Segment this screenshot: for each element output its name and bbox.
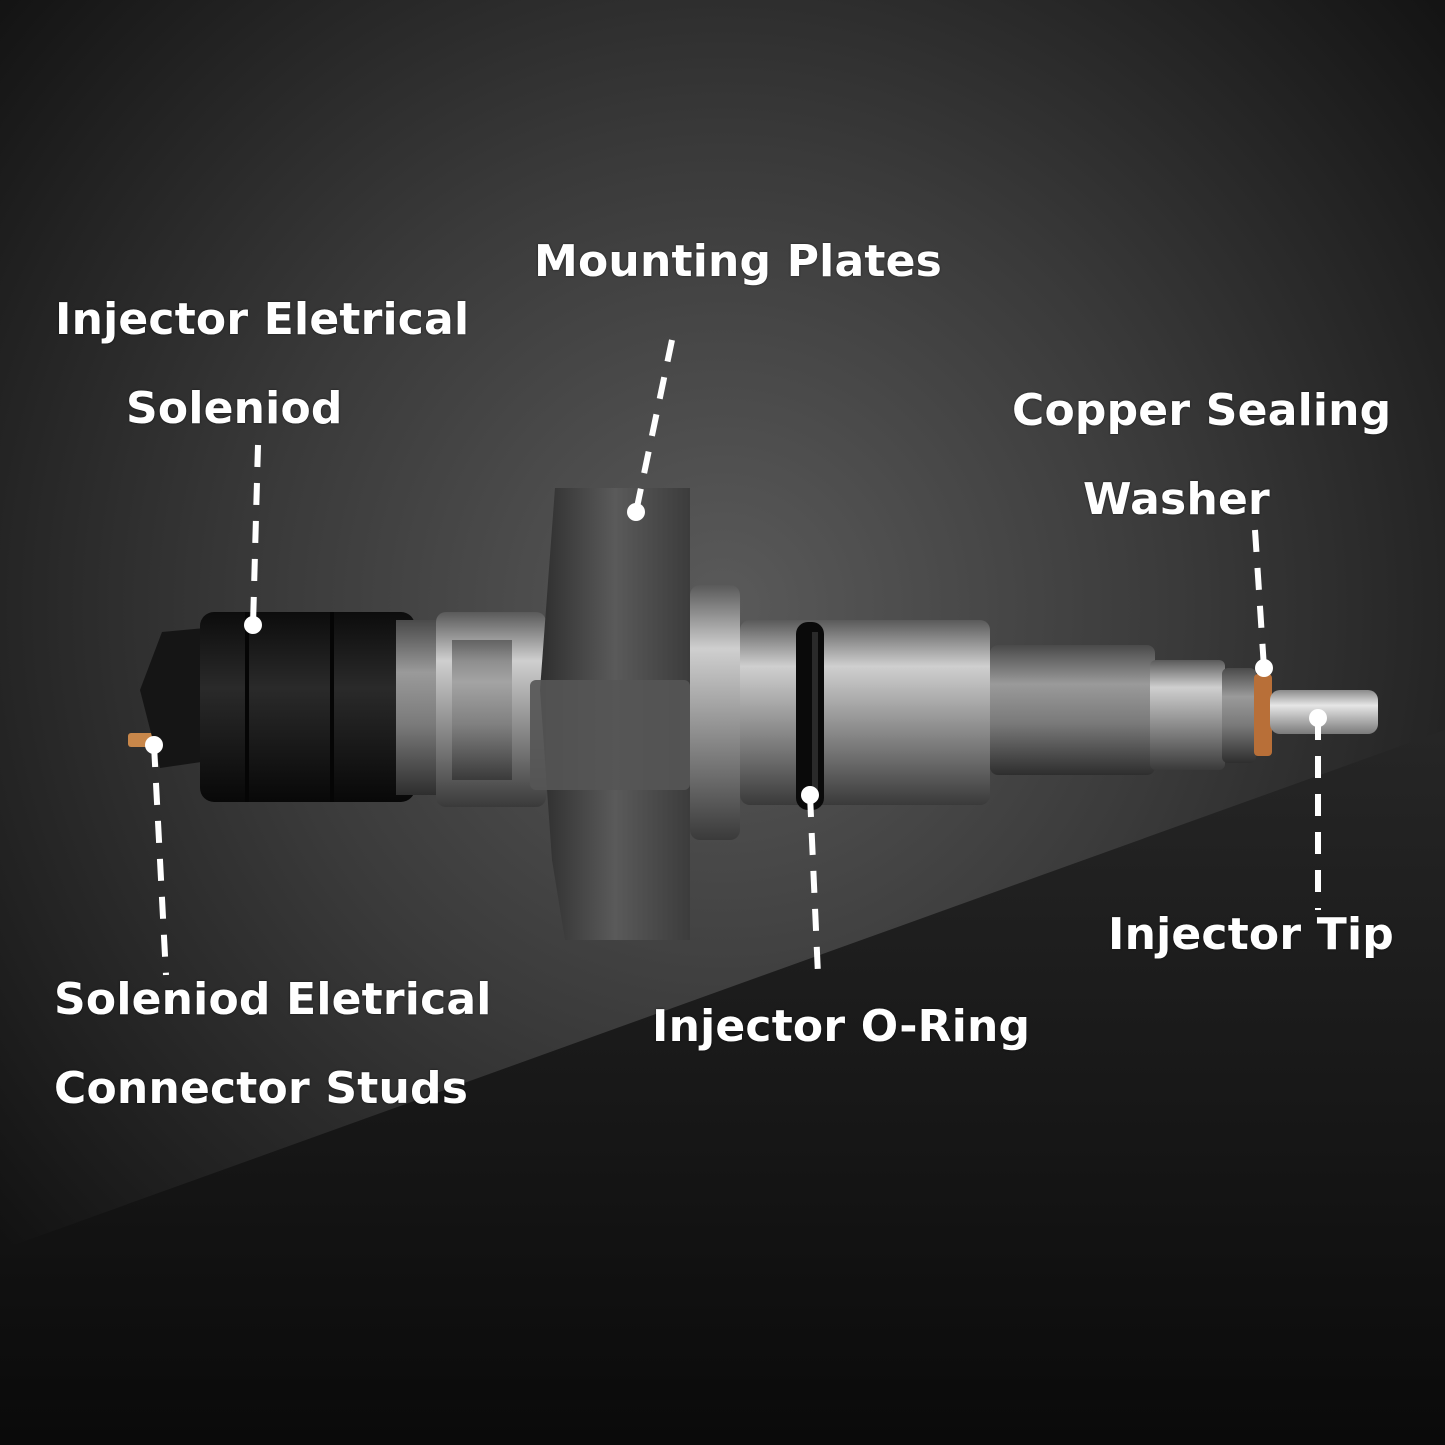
body-upper xyxy=(690,585,740,840)
label-solenoid-studs-line1: Soleniod Eletrical xyxy=(54,974,492,1025)
leader-dot-studs xyxy=(145,736,163,754)
label-mounting-plates: Mounting Plates xyxy=(534,236,943,287)
body-lower xyxy=(990,645,1155,775)
threaded-section xyxy=(396,620,436,795)
injector-body xyxy=(128,488,1378,940)
label-solenoid-studs-line2: Connector Studs xyxy=(54,1063,469,1114)
solenoid-connector-housing xyxy=(140,628,215,768)
label-injector-electrical-line2: Soleniod xyxy=(126,383,343,434)
leader-line-solenoid xyxy=(250,444,261,626)
leader-line-o-ring xyxy=(807,794,821,976)
label-copper-sealing-line2: Washer xyxy=(1083,474,1270,525)
background-lower-diagonal xyxy=(0,730,1445,1445)
label-copper-sealing-line1: Copper Sealing xyxy=(1012,385,1392,436)
label-injector-tip: Injector Tip xyxy=(1108,909,1394,960)
copper-washer xyxy=(1254,674,1272,756)
leader-line-mounting-plates xyxy=(633,339,675,513)
nozzle-nut xyxy=(1150,660,1225,770)
leader-lines xyxy=(151,339,1321,976)
label-o-ring: Injector O-Ring xyxy=(652,1001,1031,1052)
leader-line-copper-washer xyxy=(1252,529,1267,669)
label-injector-electrical-line1: Injector Eletrical xyxy=(55,294,470,345)
leader-dots xyxy=(145,503,1327,804)
leader-dot-solenoid xyxy=(244,616,262,634)
body-mid xyxy=(740,620,990,805)
mounting-plate-label-area xyxy=(530,680,690,790)
leader-dot-o-ring xyxy=(801,786,819,804)
leader-line-studs xyxy=(151,744,169,976)
leader-dot-mounting-plates xyxy=(627,503,645,521)
leader-dot-tip xyxy=(1309,709,1327,727)
solenoid-cap xyxy=(200,612,415,802)
o-ring xyxy=(796,622,824,810)
leader-dot-copper-washer xyxy=(1255,659,1273,677)
